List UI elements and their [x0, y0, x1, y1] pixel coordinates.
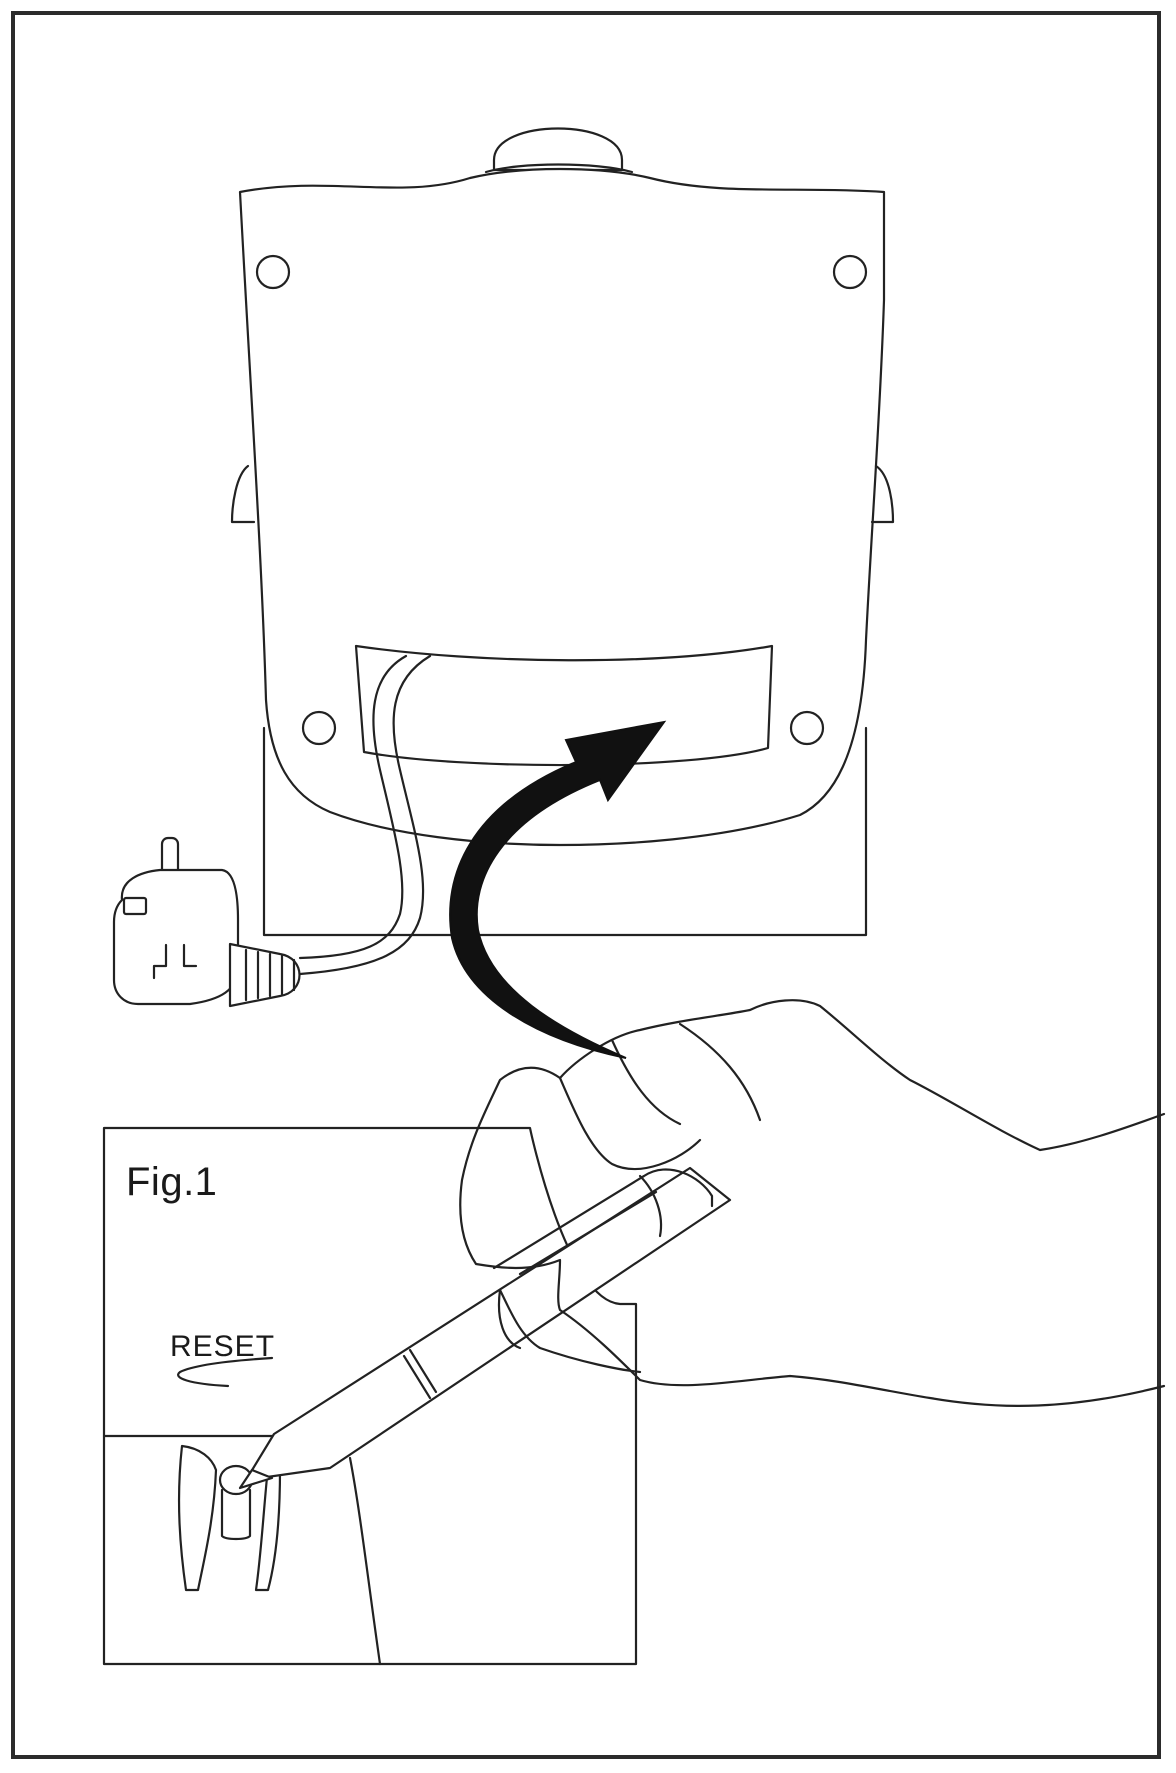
- reset-button-housing: [179, 1446, 216, 1590]
- figure-label: Fig.1: [126, 1160, 218, 1204]
- pen: [240, 1168, 730, 1488]
- appliance-top-knob: [486, 129, 632, 173]
- power-plug-icon: [114, 838, 300, 1006]
- appliance-base: [264, 728, 866, 935]
- rear-compartment: [356, 646, 772, 765]
- screw-hole-bottom-right: [791, 712, 823, 744]
- screw-hole-top-right: [834, 256, 866, 288]
- hand: [460, 1000, 1164, 1406]
- power-cord: [300, 656, 430, 974]
- screw-hole-bottom-left: [303, 712, 335, 744]
- reset-label: RESET: [170, 1330, 276, 1363]
- curved-arrow-icon: [450, 722, 664, 1058]
- screw-hole-top-left: [257, 256, 289, 288]
